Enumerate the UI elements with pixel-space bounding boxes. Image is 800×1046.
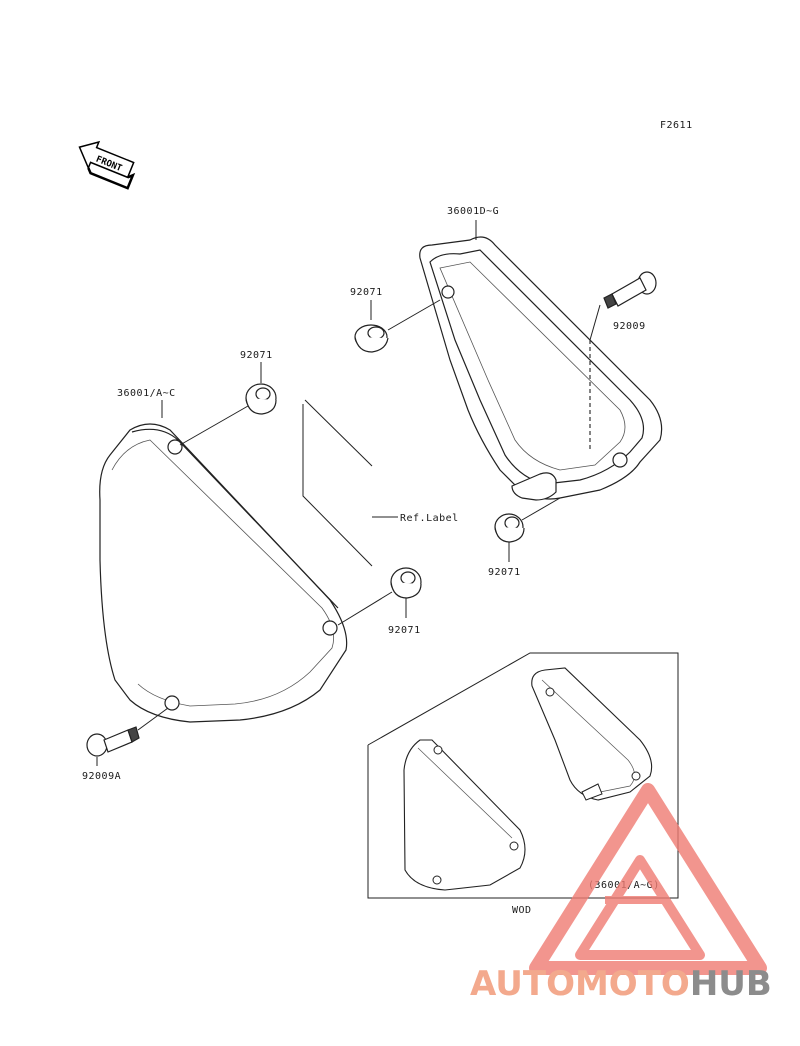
inset-cover-right (531, 667, 653, 801)
label-grommet-middle: 92071 (388, 625, 421, 636)
ref-label-bracket (302, 399, 398, 567)
label-ref-label: Ref.Label (400, 513, 459, 524)
label-grommet-upper-left: 92071 (240, 350, 273, 361)
inset-cover-left (403, 739, 526, 891)
grommet-upper-left-icon (245, 383, 277, 415)
inset-box (367, 652, 679, 899)
grommet-lower-right-icon (494, 513, 525, 543)
label-grommet-lower-right: 92071 (488, 567, 521, 578)
front-arrow-icon: FRONT (78, 140, 136, 190)
bolt-right-icon (603, 271, 657, 309)
watermark-text-part2: HUB (690, 964, 772, 1004)
bolt-left-icon (86, 726, 140, 757)
side-cover-right (419, 236, 663, 501)
watermark-text: AUTOMOTOHUB (470, 964, 772, 1004)
label-bolt-right: 92009 (613, 321, 646, 332)
grommet-upper-right-icon (354, 324, 389, 353)
figure-code: F2611 (660, 120, 693, 131)
label-inset-variant: WOD (512, 905, 532, 916)
label-cover-left: 36001/A~C (117, 388, 176, 399)
watermark-logo-icon (529, 783, 767, 975)
grommet-middle-icon (390, 567, 422, 599)
side-cover-left (99, 423, 348, 723)
label-bolt-left: 92009A (82, 771, 121, 782)
label-cover-right: 36001D~G (447, 206, 499, 217)
label-grommet-upper-right: 92071 (350, 287, 383, 298)
watermark-text-part1: AUTOMOTO (470, 964, 690, 1004)
